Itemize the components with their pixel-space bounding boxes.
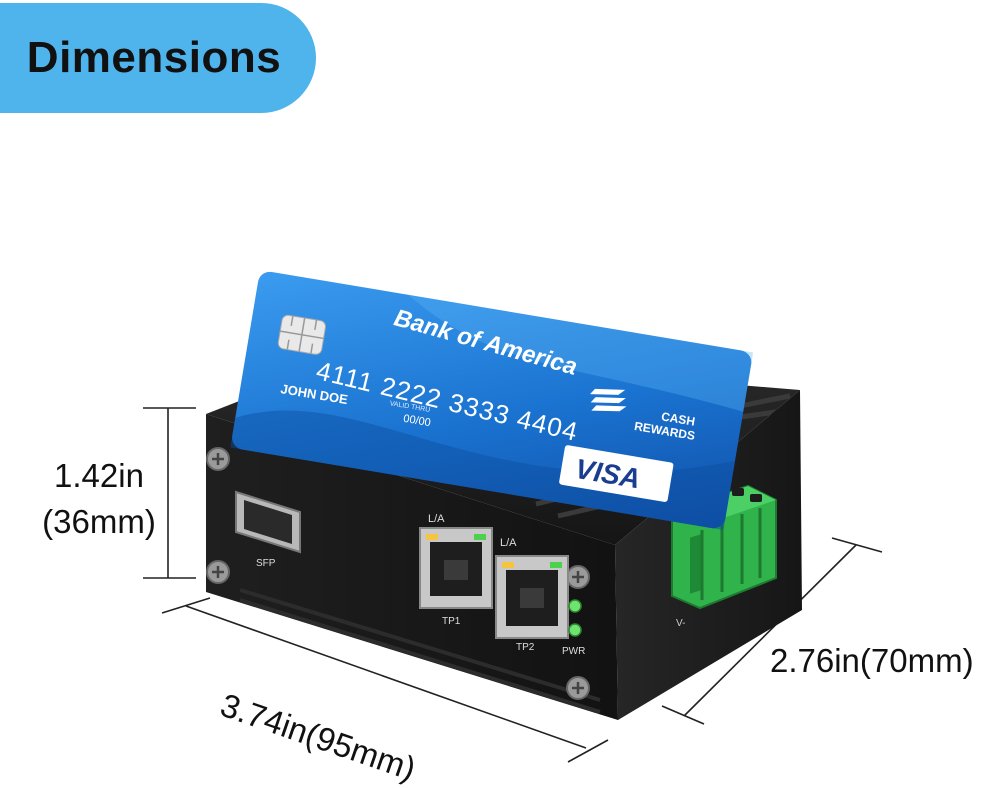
device-front	[206, 414, 618, 720]
height-dimension: 1.42in (36mm)	[34, 453, 164, 545]
visa-logo: VISA	[559, 445, 674, 502]
chip-icon	[277, 314, 326, 355]
card-expiry: 00/00	[402, 413, 431, 429]
tp1-led-label: L/A	[428, 513, 445, 525]
tp1-label: TP1	[442, 616, 461, 627]
height-mm-value: (36mm)	[42, 503, 156, 540]
tp2-label: TP2	[516, 642, 535, 653]
width-dimension-lines	[661, 537, 883, 725]
page-title: Dimensions	[26, 33, 282, 82]
screw-icon	[206, 447, 230, 471]
height-in-value: 1.42in	[54, 457, 144, 494]
rj45-port-tp2: TP2	[495, 555, 569, 653]
sfp-port: SFP	[235, 490, 301, 569]
screw-icon	[566, 565, 590, 589]
length-dimension-lines	[161, 597, 609, 763]
width-dimension: 2.76in(70mm)	[770, 642, 974, 679]
tp2-led-label: L/A	[500, 537, 517, 549]
rj45-port-tp1: TP1	[419, 527, 493, 627]
pwr-led	[568, 623, 582, 637]
screw-icon	[206, 560, 230, 584]
status-led	[568, 599, 582, 613]
bank-flag-icon	[590, 388, 627, 412]
pwr-label: PWR	[562, 646, 585, 657]
title-badge: Dimensions	[0, 3, 316, 113]
sfp-label: SFP	[256, 558, 276, 569]
height-dimension-lines	[143, 407, 196, 579]
credit-card: Bank of America 4111 2222 3333 4404 JOHN…	[230, 271, 754, 531]
terminal-label: V-	[676, 618, 685, 629]
screw-icon	[566, 676, 590, 700]
card-cash-label: CASH	[660, 409, 696, 428]
